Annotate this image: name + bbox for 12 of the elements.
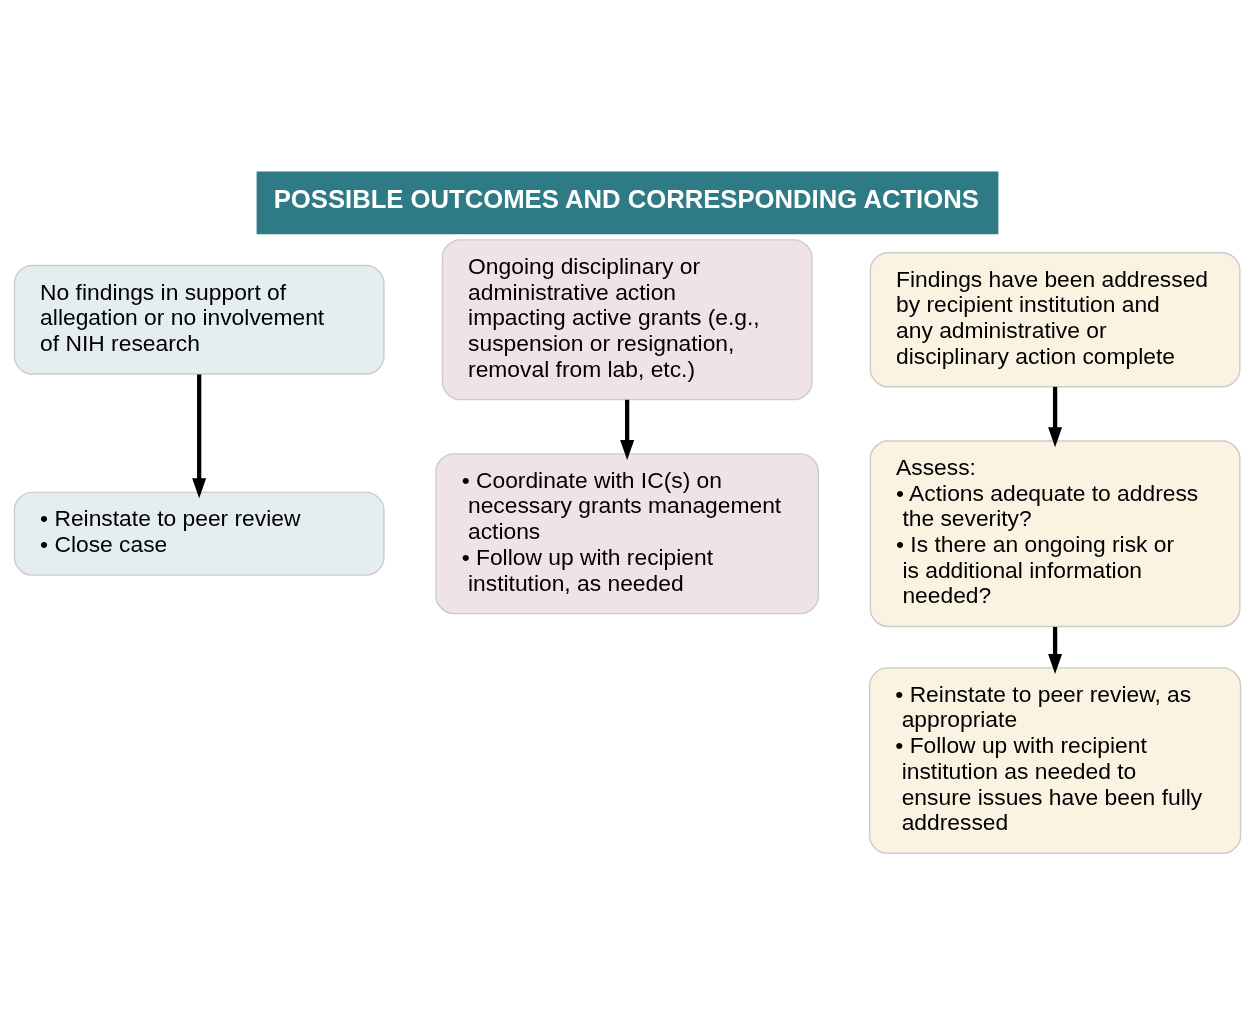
node-box: • Coordinate with IC(s) on necessary grants management actions • Follow up with recipient institution, as needed [435,453,819,615]
node-box: No findings in support of allegation or no involvement of NIH research [13,264,385,375]
diagram-title: POSSIBLE OUTCOMES AND CORRESPONDING ACTIONS [273,184,979,213]
node-box: Findings have been addressed by recipient institution and any administrative or disciplinary action complete [869,252,1241,388]
arrow [1048,626,1063,675]
node-box: • Reinstate to peer review, as appropriate • Follow up with recipient institution as needed to ensure issues have been fully addressed [868,667,1242,854]
node-box: Ongoing disciplinary or administrative action impacting active grants (e.g., suspension or resignation, removal from lab, etc.) [441,239,813,401]
node-box: Assess: • Actions adequate to address the severity? • Is there an ongoing risk or is additional information needed? [869,440,1241,628]
arrow [620,399,635,461]
arrow [192,374,207,499]
arrow [1048,386,1063,448]
node-box: • Reinstate to peer review • Close case [13,491,385,576]
